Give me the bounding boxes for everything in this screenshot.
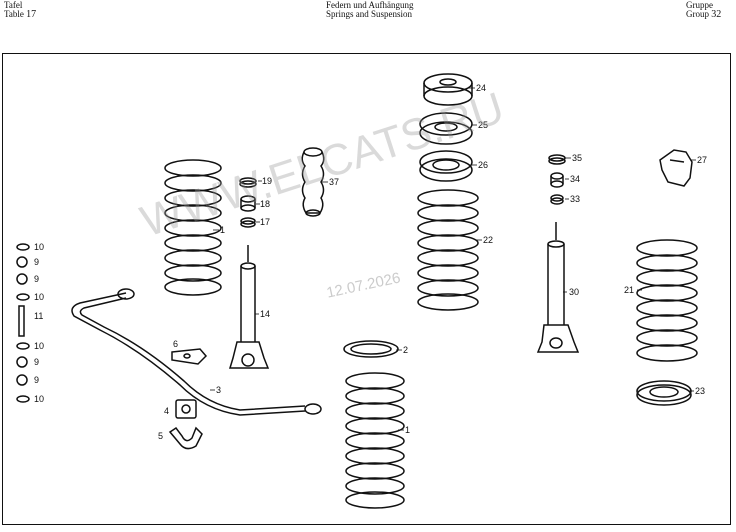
tafel-label: Tafel [4, 0, 23, 10]
callout-1-lower: 1 [405, 425, 410, 435]
gruppe-label: Gruppe [686, 0, 713, 10]
callout-27: 27 [697, 155, 707, 165]
mount-bracket-27-icon [659, 149, 693, 187]
spring-seat-24-icon [423, 73, 473, 106]
callout-17: 17 [260, 217, 270, 227]
callout-10-d: 10 [34, 394, 44, 404]
callout-9-c: 9 [34, 357, 39, 367]
callout-34: 34 [570, 174, 580, 184]
callout-14: 14 [260, 309, 270, 319]
callout-18: 18 [260, 199, 270, 209]
shock-absorber-14-icon [228, 245, 270, 369]
callout-9-a: 9 [34, 257, 39, 267]
group-number: 32 [711, 9, 722, 20]
callout-30: 30 [569, 287, 579, 297]
bump-stop-37-icon [301, 147, 325, 217]
callout-6: 6 [173, 339, 178, 349]
coil-spring-21-icon [636, 239, 698, 362]
callout-33: 33 [570, 194, 580, 204]
diagram-frame [2, 53, 731, 525]
washer-33-icon [550, 194, 564, 205]
bushing-34-icon [550, 172, 564, 188]
spring-pad-23-icon [636, 380, 692, 406]
spring-pad-ring-2-icon [343, 340, 399, 358]
left-parts-column-icon [16, 243, 30, 403]
table-number: 17 [26, 9, 37, 20]
callout-35: 35 [572, 153, 582, 163]
spring-seat-25-icon [419, 112, 473, 145]
title-german: Federn und Aufhängung [326, 0, 414, 10]
stabilizer-bar-3-icon [71, 288, 322, 416]
clamp-5-icon [168, 426, 203, 450]
group-word: Group [686, 9, 709, 19]
callout-9-d: 9 [34, 375, 39, 385]
coil-spring-22-icon [417, 189, 479, 311]
table-label: Table 17 [4, 9, 37, 20]
callout-1-upper: 1 [220, 225, 225, 235]
callout-22: 22 [483, 235, 493, 245]
callout-11: 11 [34, 311, 43, 321]
coil-spring-1-upper-icon [164, 159, 222, 296]
table-word: Table [4, 9, 24, 19]
title-english: Springs and Suspension [326, 9, 413, 19]
shock-absorber-30-icon [536, 222, 580, 353]
washer-17-icon [240, 217, 256, 228]
washer-35-icon [548, 154, 566, 165]
coil-spring-1-lower-icon [345, 372, 405, 509]
plate-6-icon [171, 348, 208, 365]
callout-25: 25 [478, 120, 488, 130]
callout-10-c: 10 [34, 341, 44, 351]
callout-10-b: 10 [34, 292, 44, 302]
spring-seat-26-icon [419, 150, 473, 182]
rubber-mount-4-icon [175, 399, 197, 419]
callout-4: 4 [164, 406, 169, 416]
callout-2: 2 [403, 345, 408, 355]
callout-21: 21 [624, 285, 634, 295]
callout-23: 23 [695, 386, 705, 396]
callout-37: 37 [329, 177, 339, 187]
callout-5: 5 [158, 431, 163, 441]
rubber-bushing-19-icon [239, 177, 257, 188]
group-label: Group 32 [686, 9, 722, 20]
rubber-bushing-18-icon [240, 195, 256, 212]
callout-3: 3 [216, 385, 221, 395]
callout-19: 19 [262, 176, 272, 186]
callout-26: 26 [478, 160, 488, 170]
callout-10-a: 10 [34, 242, 44, 252]
callout-9-b: 9 [34, 274, 39, 284]
callout-24: 24 [476, 83, 486, 93]
